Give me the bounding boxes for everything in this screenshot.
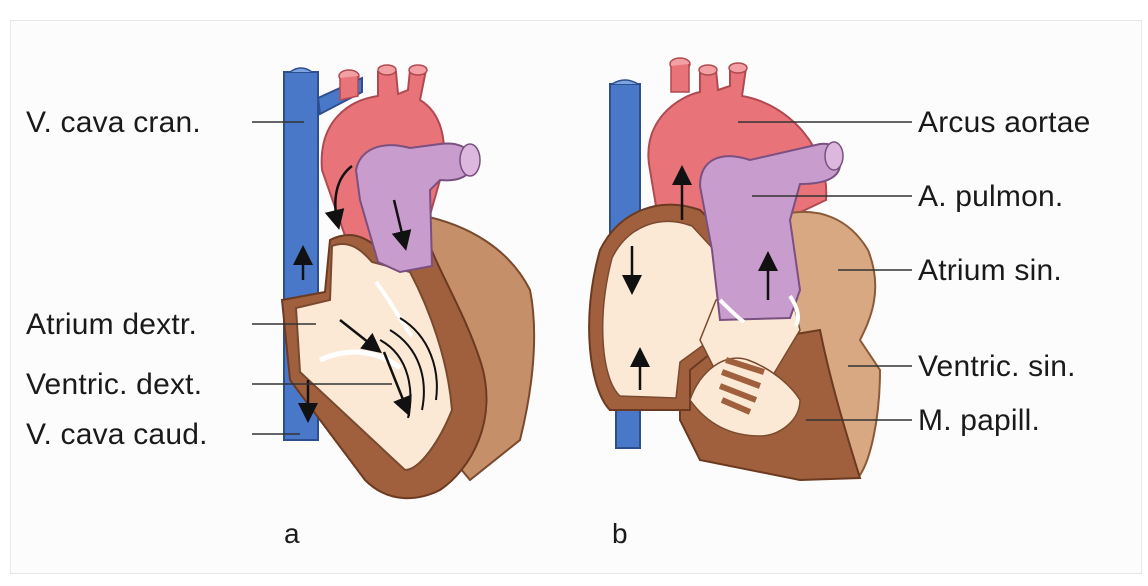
label-atrium-sin: Atrium sin. [918, 256, 1062, 286]
panel-label-a: a [284, 520, 300, 548]
label-a-pulmon: A. pulmon. [918, 182, 1063, 212]
label-atrium-dextr: Atrium dextr. [26, 310, 197, 340]
label-arcus-aortae: Arcus aortae [918, 108, 1090, 138]
label-m-papill: M. papill. [918, 406, 1040, 436]
panel-label-b: b [612, 520, 628, 548]
label-v-cava-caud: V. cava caud. [26, 420, 208, 450]
label-v-cava-cran: V. cava cran. [26, 108, 201, 138]
label-ventric-sin: Ventric. sin. [918, 352, 1076, 382]
heart-a [282, 65, 534, 498]
label-ventric-dext: Ventric. dext. [26, 370, 202, 400]
